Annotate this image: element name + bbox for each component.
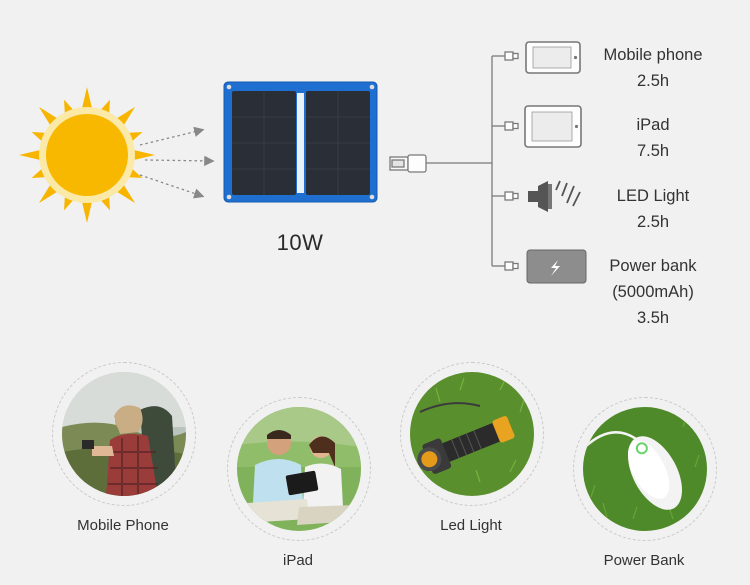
smartphone-icon — [525, 41, 581, 74]
device-time: 2.5h — [636, 72, 670, 90]
sun-ray — [81, 198, 93, 223]
sunlight-arrows — [139, 126, 215, 199]
flashlight-on-grass-image — [410, 372, 534, 496]
caption-mobile-phone: Mobile Phone — [77, 517, 169, 534]
panel-wattage-label: 10W — [276, 230, 324, 255]
device-mobile-phone: Mobile phone 2.5h — [588, 42, 718, 94]
device-time: 3.5h — [636, 309, 670, 327]
photo-power-bank — [573, 397, 717, 541]
sun-icon — [19, 87, 155, 223]
device-time: 7.5h — [636, 142, 670, 160]
device-power-bank: Power bank (5000mAh) 3.5h — [588, 253, 718, 331]
device-capacity: (5000mAh) — [612, 283, 694, 301]
device-name: Mobile phone — [603, 46, 703, 64]
person-taking-photo-image — [62, 372, 186, 496]
caption-led-light: Led Light — [440, 517, 502, 534]
device-name: LED Light — [616, 187, 690, 205]
couple-with-tablet-image — [237, 407, 361, 531]
photo-ipad — [227, 397, 371, 541]
device-name: Power bank — [609, 257, 697, 275]
sun-ray — [130, 149, 155, 161]
sun-ray — [19, 149, 44, 161]
sun-ray — [81, 87, 93, 112]
power-bank-on-grass-image — [583, 407, 707, 531]
device-name: iPad — [636, 116, 670, 134]
photo-mobile-phone — [52, 362, 196, 506]
caption-power-bank: Power Bank — [603, 552, 685, 569]
device-ipad: iPad 7.5h — [588, 112, 718, 164]
device-time: 2.5h — [636, 213, 670, 231]
photo-led-light — [400, 362, 544, 506]
power-bank-icon — [526, 249, 587, 284]
usb-cable — [389, 51, 519, 271]
tablet-icon — [524, 105, 582, 148]
solar-panel — [223, 81, 378, 203]
device-led-light: LED Light 2.5h — [588, 183, 718, 235]
charging-diagram — [19, 41, 587, 284]
flashlight-icon — [528, 180, 581, 212]
caption-ipad: iPad — [282, 552, 314, 569]
